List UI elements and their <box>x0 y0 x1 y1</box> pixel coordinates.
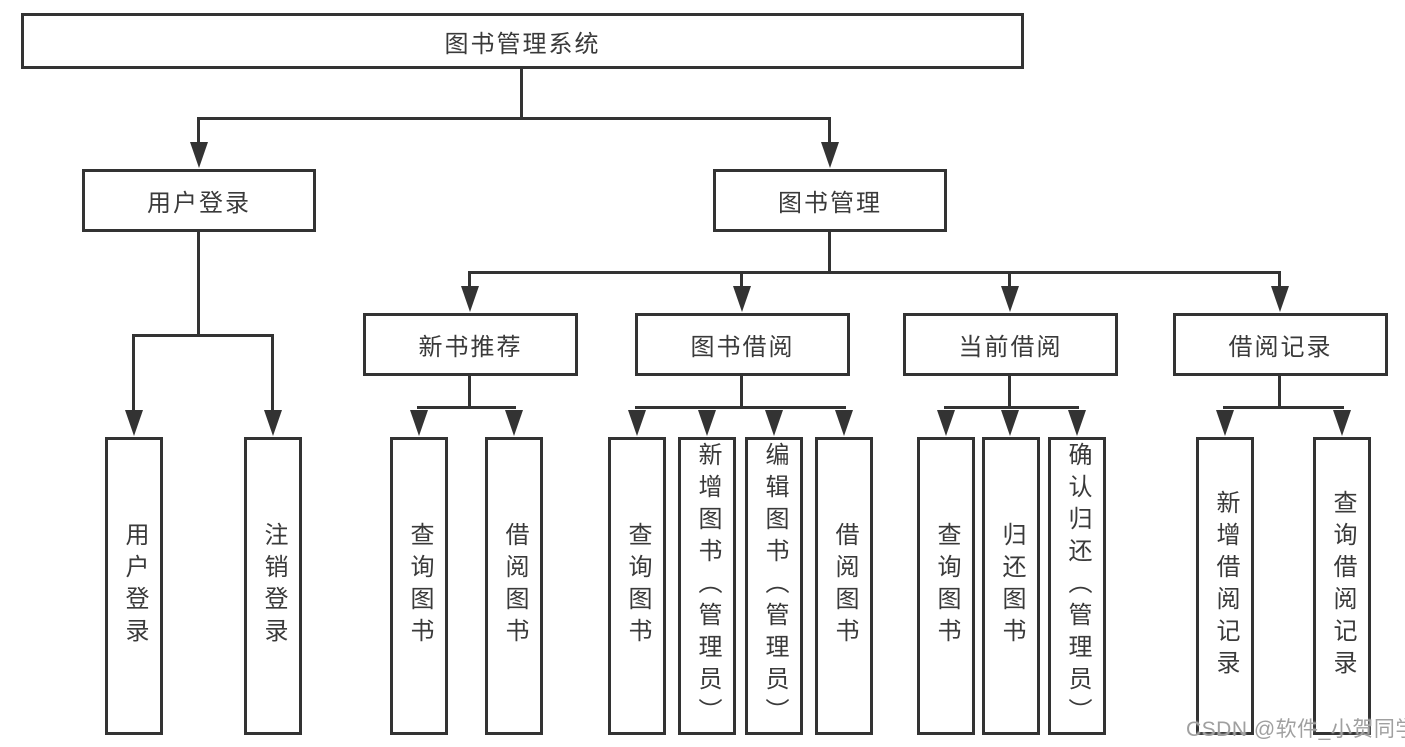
arrow-down-icon <box>1001 410 1019 436</box>
arrow-down-icon <box>1001 286 1019 312</box>
arrow-down-icon <box>190 142 208 168</box>
leaf-bb-edit-books-admin-label: 编辑图书（管理员） <box>761 442 788 730</box>
leaf-user-login: 用户登录 <box>105 437 163 735</box>
leaf-logout-label: 注销登录 <box>260 522 287 650</box>
connector-drop-book-management <box>828 117 831 145</box>
connector-borrowing-records-stem <box>1278 376 1281 407</box>
connector-drop-new-book <box>468 271 471 288</box>
connector-drop-user-login <box>197 117 200 145</box>
leaf-cb-return-books: 归还图书 <box>982 437 1040 735</box>
leaf-bb-add-books-admin-label: 新增图书（管理员） <box>694 442 721 730</box>
arrow-down-icon <box>1333 410 1351 436</box>
connector-root-stem <box>520 69 523 119</box>
leaf-br-add-record: 新增借阅记录 <box>1196 437 1254 735</box>
leaf-logout: 注销登录 <box>244 437 302 735</box>
leaf-br-query-record: 查询借阅记录 <box>1313 437 1371 735</box>
leaf-user-login-label: 用户登录 <box>121 522 148 650</box>
leaf-bb-query-books: 查询图书 <box>608 437 666 735</box>
connector-book-borrowing-rail <box>635 406 846 409</box>
connector-drop-book-borrowing <box>740 271 743 288</box>
leaf-br-query-record-label: 查询借阅记录 <box>1329 490 1356 682</box>
arrow-down-icon <box>698 410 716 436</box>
connector-new-book-rail <box>417 406 516 409</box>
arrow-down-icon <box>821 142 839 168</box>
leaf-nb-query-books: 查询图书 <box>390 437 448 735</box>
connector-drop-current-borrowing <box>1008 271 1011 288</box>
leaf-bb-edit-books-admin: 编辑图书（管理员） <box>745 437 803 735</box>
connector-book-management-stem <box>828 232 831 273</box>
node-book-management: 图书管理 <box>713 169 947 232</box>
connector-current-borrowing-rail <box>944 406 1079 409</box>
arrow-down-icon <box>835 410 853 436</box>
node-root: 图书管理系统 <box>21 13 1024 69</box>
arrow-down-icon <box>628 410 646 436</box>
node-user-login-label: 用户登录 <box>147 190 251 217</box>
watermark: CSDN @软件_小贺同学 <box>1186 718 1405 741</box>
node-borrowing-records-label: 借阅记录 <box>1228 334 1333 361</box>
leaf-bb-borrow-books: 借阅图书 <box>815 437 873 735</box>
leaf-bb-add-books-admin: 新增图书（管理员） <box>678 437 736 735</box>
leaf-nb-borrow-books: 借阅图书 <box>485 437 543 735</box>
arrow-down-icon <box>461 286 479 312</box>
connector-current-borrowing-stem <box>1008 376 1011 407</box>
node-book-borrowing: 图书借阅 <box>635 313 850 376</box>
leaf-cb-query-books: 查询图书 <box>917 437 975 735</box>
connector-level3-rail <box>468 271 1281 274</box>
arrow-down-icon <box>1068 410 1086 436</box>
arrow-down-icon <box>937 410 955 436</box>
connector-user-login-rail <box>132 334 274 337</box>
leaf-cb-return-books-label: 归还图书 <box>998 522 1025 650</box>
leaf-nb-borrow-books-label: 借阅图书 <box>501 522 528 650</box>
node-root-label: 图书管理系统 <box>444 30 601 58</box>
connector-book-borrowing-stem <box>740 376 743 407</box>
arrow-down-icon <box>125 410 143 436</box>
connector-borrowing-records-rail <box>1223 406 1344 409</box>
arrow-down-icon <box>1216 410 1234 436</box>
arrow-down-icon <box>505 410 523 436</box>
connector-drop-login <box>132 334 135 412</box>
node-book-management-label: 图书管理 <box>778 190 882 217</box>
leaf-cb-confirm-return-admin: 确认归还（管理员） <box>1048 437 1106 735</box>
connector-user-login-stem <box>197 232 200 336</box>
node-user-login: 用户登录 <box>82 169 316 232</box>
connector-drop-logout <box>271 334 274 412</box>
leaf-cb-confirm-return-admin-label: 确认归还（管理员） <box>1064 442 1091 730</box>
node-borrowing-records: 借阅记录 <box>1173 313 1388 376</box>
leaf-nb-query-books-label: 查询图书 <box>406 522 433 650</box>
leaf-br-add-record-label: 新增借阅记录 <box>1212 490 1239 682</box>
node-current-borrowing-label: 当前借阅 <box>958 334 1063 361</box>
node-new-book-recommend-label: 新书推荐 <box>418 334 523 361</box>
connector-level2-rail <box>197 117 831 120</box>
leaf-bb-borrow-books-label: 借阅图书 <box>831 522 858 650</box>
connector-drop-borrowing-records <box>1278 271 1281 288</box>
node-new-book-recommend: 新书推荐 <box>363 313 578 376</box>
leaf-cb-query-books-label: 查询图书 <box>933 522 960 650</box>
arrow-down-icon <box>264 410 282 436</box>
arrow-down-icon <box>1271 286 1289 312</box>
leaf-bb-query-books-label: 查询图书 <box>624 522 651 650</box>
node-book-borrowing-label: 图书借阅 <box>690 334 795 361</box>
arrow-down-icon <box>410 410 428 436</box>
connector-new-book-stem <box>468 376 471 407</box>
arrow-down-icon <box>765 410 783 436</box>
node-current-borrowing: 当前借阅 <box>903 313 1118 376</box>
arrow-down-icon <box>733 286 751 312</box>
